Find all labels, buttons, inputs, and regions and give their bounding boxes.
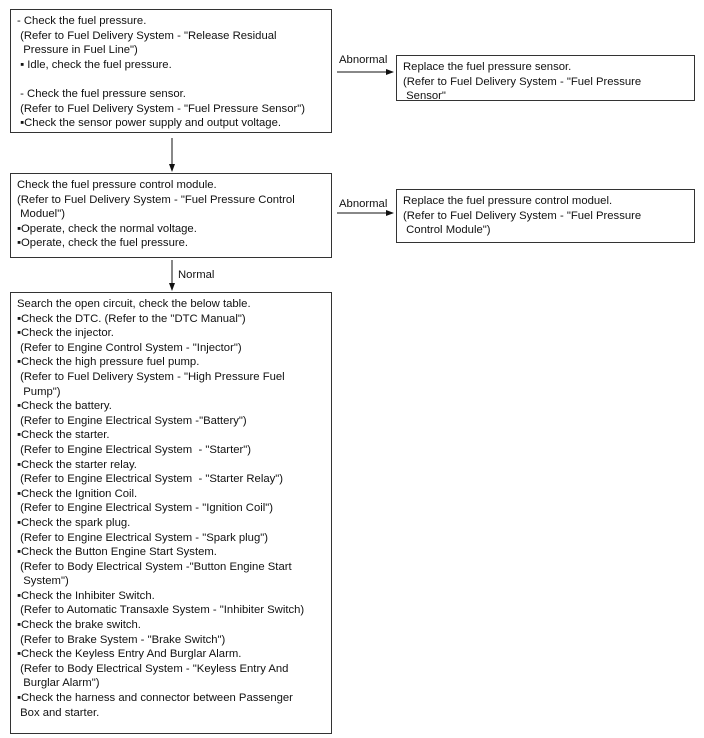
box-line: Burglar Alarm") — [17, 677, 100, 690]
box-line: ▪Check the starter relay. — [17, 458, 137, 471]
box-line: ▪Check the starter. — [17, 429, 110, 442]
box-line — [17, 72, 325, 87]
box-line: ▪Check the DTC. (Refer to the "DTC Manua… — [17, 312, 246, 325]
box-line: - Check the fuel pressure. — [17, 15, 147, 27]
box-line: (Refer to Fuel Delivery System - "High P… — [17, 370, 285, 383]
box-line: (Refer to Engine Electrical System - "Sp… — [17, 531, 268, 544]
box-line: (Refer to Body Electrical System -"Butto… — [17, 560, 292, 573]
box-line: ▪Check the brake switch. — [17, 619, 141, 632]
box-line: ▪Operate, check the normal voltage. — [17, 222, 197, 235]
check-control-module-box: Check the fuel pressure control module. (… — [10, 173, 332, 258]
box-line: System") — [17, 575, 69, 588]
abnormal-label-1: Abnormal — [339, 54, 388, 66]
box-line: ▪Check the Button Engine Start System. — [17, 546, 217, 559]
box-line: Replace the fuel pressure sensor. — [403, 61, 572, 73]
box-line: Replace the fuel pressure control moduel… — [403, 195, 613, 207]
box-line: (Refer to Engine Electrical System - "St… — [17, 443, 252, 456]
box-line: Sensor" — [403, 90, 446, 103]
box-line: ▪Check the Ignition Coil. — [17, 487, 138, 500]
box-line: (Refer to Automatic Transaxle System - "… — [17, 604, 305, 617]
box-line: Check the fuel pressure control module. — [17, 179, 217, 191]
box-line: ▪Check the Inhibiter Switch. — [17, 589, 155, 602]
replace-sensor-box: Replace the fuel pressure sensor. (Refer … — [396, 55, 695, 103]
box-line: ▪Check the battery. — [17, 400, 112, 413]
box-line: ▪Check the Keyless Entry And Burglar Ala… — [17, 648, 242, 661]
box-line: (Refer to Body Electrical System - "Keyl… — [17, 662, 289, 675]
box-line: Control Module") — [403, 224, 491, 237]
box-line: (Refer to Fuel Delivery System - "Fuel P… — [17, 102, 306, 115]
box-line: ▪Check the spark plug. — [17, 516, 131, 529]
box-line: ▪Operate, check the fuel pressure. — [17, 237, 189, 250]
box-line: (Refer to Engine Electrical System - "St… — [17, 473, 284, 486]
box-line: Box and starter. — [17, 706, 100, 719]
box-line: (Refer to Engine Control System - "Injec… — [17, 341, 242, 354]
box-line: ▪Check the sensor power supply and outpu… — [17, 117, 281, 130]
box-line: - Check the fuel pressure sensor. — [17, 87, 186, 100]
box-line: Moduel") — [17, 208, 65, 221]
check-fuel-pressure-box: - Check the fuel pressure. (Refer to Fue… — [10, 9, 332, 133]
abnormal-label-2: Abnormal — [339, 198, 388, 210]
box-line: (Refer to Engine Electrical System - "Ig… — [17, 502, 274, 515]
box-line: Pump") — [17, 385, 61, 398]
search-open-circuit-box: Search the open circuit, check the below… — [10, 292, 332, 734]
box-line: ▪ Idle, check the fuel pressure. — [17, 58, 172, 71]
box-line: ▪Check the harness and connector between… — [17, 692, 293, 705]
replace-control-module-box: Replace the fuel pressure control moduel… — [396, 189, 695, 243]
normal-label: Normal — [178, 269, 215, 281]
box-line: (Refer to Fuel Delivery System - "Releas… — [17, 29, 277, 42]
box-line: (Refer to Fuel Delivery System - "Fuel P… — [17, 193, 295, 206]
box-line: ▪Check the injector. — [17, 327, 114, 340]
box-line: (Refer to Fuel Delivery System - "Fuel P… — [403, 75, 642, 88]
box-line: (Refer to Engine Electrical System -"Bat… — [17, 414, 247, 427]
box-line: Search the open circuit, check the below… — [17, 298, 251, 310]
box-line: Pressure in Fuel Line") — [17, 44, 138, 57]
box-line: (Refer to Fuel Delivery System - "Fuel P… — [403, 209, 642, 222]
box-line: (Refer to Brake System - "Brake Switch") — [17, 633, 226, 646]
box-line: ▪Check the high pressure fuel pump. — [17, 356, 200, 369]
